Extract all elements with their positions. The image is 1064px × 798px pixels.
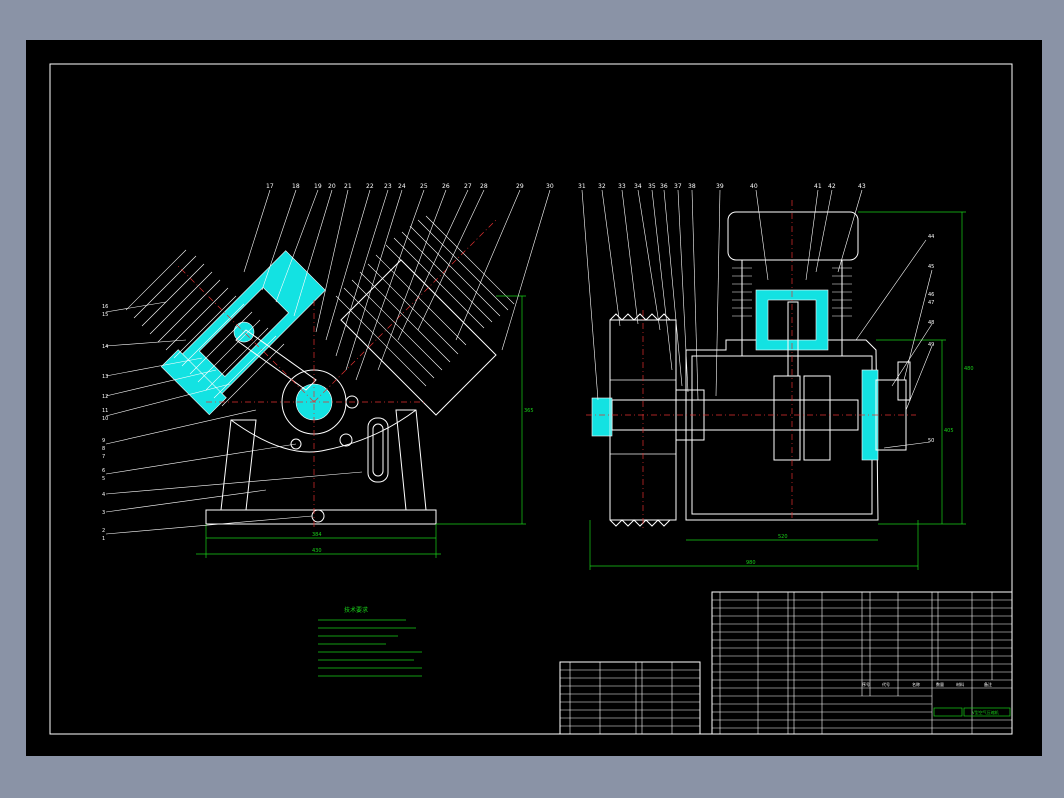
left-leaders: [243, 189, 551, 381]
svg-text:3: 3: [102, 510, 105, 516]
svg-text:47: 47: [928, 300, 934, 306]
notes-title: 技术要求: [344, 606, 368, 614]
callout-23: 23: [384, 183, 392, 190]
svg-text:42: 42: [828, 183, 836, 190]
title-block: V型空气压缩机 序号 代号 名称 数量 材料 备注: [559, 591, 1013, 735]
left-callout-labels: 17 18 19 20 21 22 23 24 25 26 27 28 29 3…: [266, 183, 554, 190]
drawing-border: [49, 63, 1013, 735]
technical-notes: 技术要求: [318, 606, 422, 677]
svg-text:33: 33: [618, 183, 626, 190]
svg-text:31: 31: [578, 183, 586, 190]
drawing-canvas[interactable]: 384 430 365: [26, 40, 1042, 756]
callout-21: 21: [344, 183, 352, 190]
svg-text:38: 38: [688, 183, 696, 190]
svg-text:1: 1: [102, 536, 105, 542]
svg-text:代号: 代号: [882, 681, 890, 687]
right-view: 520 980 405 480: [581, 189, 974, 570]
callout-27: 27: [464, 183, 472, 190]
svg-text:10: 10: [102, 416, 108, 422]
svg-text:16: 16: [102, 304, 108, 310]
cad-drawing: 384 430 365: [26, 40, 1042, 756]
svg-text:数量: 数量: [936, 681, 944, 687]
dim-right-height: 405: [944, 428, 954, 434]
svg-text:15: 15: [102, 312, 108, 318]
svg-text:5: 5: [102, 476, 105, 482]
svg-text:2: 2: [102, 528, 105, 534]
dim-left-height: 365: [524, 408, 534, 414]
right-callout-labels: 31 32 33 34 35 36 37 38 39 40 41 42 43: [578, 183, 866, 190]
svg-text:6: 6: [102, 468, 105, 474]
callout-20: 20: [328, 183, 336, 190]
svg-text:44: 44: [928, 234, 934, 240]
svg-text:36: 36: [660, 183, 668, 190]
callout-24: 24: [398, 183, 406, 190]
svg-text:40: 40: [750, 183, 758, 190]
svg-text:34: 34: [634, 183, 642, 190]
svg-text:名称: 名称: [912, 681, 920, 687]
svg-text:备注: 备注: [984, 681, 992, 687]
svg-text:35: 35: [648, 183, 656, 190]
callout-29: 29: [516, 183, 524, 190]
callout-18: 18: [292, 183, 300, 190]
svg-text:序号: 序号: [862, 681, 870, 687]
svg-text:41: 41: [814, 183, 822, 190]
svg-text:8: 8: [102, 446, 105, 452]
svg-text:13: 13: [102, 374, 108, 380]
svg-text:11: 11: [102, 408, 108, 414]
svg-text:46: 46: [928, 292, 934, 298]
callout-26: 26: [442, 183, 450, 190]
dim-left-width: 384: [312, 532, 322, 538]
svg-text:39: 39: [716, 183, 724, 190]
svg-text:4: 4: [102, 492, 105, 498]
project-name: V型空气压缩机: [972, 709, 999, 715]
right-side-labels: 44 45 46 47 48 49 50: [928, 234, 934, 444]
left-view: 384 430 365: [105, 189, 551, 558]
callout-17: 17: [266, 183, 274, 190]
canvas-bg: [26, 40, 1042, 756]
svg-text:49: 49: [928, 342, 934, 348]
svg-text:45: 45: [928, 264, 934, 270]
left-fins: [125, 249, 285, 407]
callout-22: 22: [366, 183, 374, 190]
svg-text:32: 32: [598, 183, 606, 190]
dim-right-width: 520: [778, 534, 788, 540]
svg-text:37: 37: [674, 183, 682, 190]
svg-text:14: 14: [102, 344, 108, 350]
svg-text:50: 50: [928, 438, 934, 444]
dim-right-height2: 480: [964, 366, 974, 372]
svg-text:48: 48: [928, 320, 934, 326]
callout-25: 25: [420, 183, 428, 190]
svg-text:43: 43: [858, 183, 866, 190]
dim-left-width2: 430: [312, 548, 322, 554]
right-fins: [335, 215, 515, 387]
callout-28: 28: [480, 183, 488, 190]
svg-text:9: 9: [102, 438, 105, 444]
svg-text:12: 12: [102, 394, 108, 400]
svg-text:材料: 材料: [956, 681, 964, 687]
left-side-labels: 16 15 14 13 12 11 10 9 8 7 6 5 4 3 2 1: [102, 304, 108, 542]
callout-30: 30: [546, 183, 554, 190]
svg-text:7: 7: [102, 454, 105, 460]
dim-right-width2: 980: [746, 560, 756, 566]
callout-19: 19: [314, 183, 322, 190]
